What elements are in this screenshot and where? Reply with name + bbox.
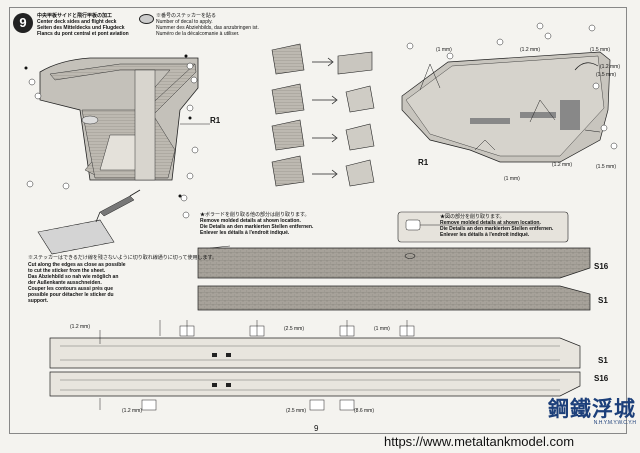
part-label-s1-bottom: S1 (598, 356, 608, 365)
dim-label: (1.5 mm) (596, 164, 616, 170)
dim-label: (1 mm) (504, 176, 520, 182)
dim-label: (2.5 mm) (284, 326, 304, 332)
part-label-s1-top: S1 (598, 296, 608, 305)
step-title-en: Center deck sides and flight deck (37, 19, 117, 25)
dim-label: (8.6 mm) (354, 408, 374, 414)
step-title-fr: Flancs du pont central et pont aviation (37, 31, 129, 37)
hull-side-parts (49, 320, 581, 411)
sticker-note-fr1: Couper les contours aussi près que (28, 286, 114, 292)
dim-label: (1.2 mm) (600, 64, 620, 70)
watermark-logo-sub: N.H.Y.M.Y.W.C.Y.H (593, 420, 636, 426)
remove-note-1-ja: ★ボラードを削り取る他の部分は削り取ります。 (200, 212, 310, 218)
center-deck-part (24, 54, 210, 219)
decal-note-ja: ※番号のステッカーを貼る (156, 13, 217, 19)
watermark-url: https://www.metaltankmodel.com (384, 434, 575, 449)
deck-strip-s1-top (197, 285, 591, 311)
remove-note-1-fr: Enlever les détails à l'endroit indiqué. (200, 230, 290, 236)
remove-note-2-ja: ★図の部分を削り取ります。 (440, 214, 505, 220)
remove-note-2-fr: Enlever les détails à l'endroit indiqué. (440, 232, 530, 238)
sticker-note-en1: Cut along the edges as close as possible (28, 262, 126, 268)
dim-label: (1.5 mm) (590, 47, 610, 53)
dim-label: (1 mm) (374, 326, 390, 332)
step-title-ja: 中央甲板サイドと飛行甲板の加工 (37, 13, 113, 19)
watermark-logo-text: 鋼鐵浮城 (548, 396, 636, 421)
deck-strip-s16-top (197, 247, 591, 279)
part-label-s16-top: S16 (594, 262, 609, 271)
flight-deck-r1 (401, 22, 618, 163)
page-border (9, 7, 627, 434)
sticker-note-fr3: support. (28, 298, 48, 304)
dim-label: (1.2 mm) (552, 162, 572, 168)
part-label-r1-left: R1 (210, 116, 221, 125)
dim-label: (1.2 mm) (122, 408, 142, 414)
part-label-r1-right: R1 (418, 158, 429, 167)
page-number: 9 (314, 424, 319, 433)
sticker-note-fr2: possible pour détacher le sticker du (28, 292, 114, 298)
sticker-note-ja: ※ステッカーはできるだけ線を残さないように切り取れ線通りに切って使用します。 (28, 255, 218, 261)
sticker-cut-illustration (37, 189, 141, 255)
step-number: 9 (19, 15, 27, 30)
step-number-badge: 9 (13, 13, 33, 33)
watermark-logo: 鋼鐵浮城 N.H.Y.M.Y.W.C.Y.H (532, 398, 636, 432)
decal-note-fr: Numéro de la décalcomanie à utiliser. (156, 31, 240, 37)
remove-note-2-en: Remove molded details at shown location. (440, 220, 541, 226)
remove-note-1-de: Die Details an den markierten Stellen en… (200, 224, 314, 230)
dim-label: (1.2 mm) (70, 324, 90, 330)
dim-label: (1.5 mm) (596, 72, 616, 78)
remove-note-2-de: Die Details an den markierten Stellen en… (440, 226, 554, 232)
dim-label: (2.5 mm) (286, 408, 306, 414)
decal-symbol-icon (139, 14, 154, 24)
dim-label: (1 mm) (436, 47, 452, 53)
dim-label: (1.2 mm) (520, 47, 540, 53)
decal-note-de: Nummer des Abziehbilds, das anzubringen … (156, 25, 259, 31)
part-label-s16-bottom: S16 (594, 374, 609, 383)
sticker-note-de2: der Außenkante ausschneiden. (28, 280, 102, 286)
step-title-de: Seiten des Mitteldecks und Flugdeck (37, 25, 125, 31)
flight-deck-small-parts (271, 43, 375, 187)
remove-detail-callout-right (397, 211, 569, 259)
sticker-note-en2: to cut the sticker from the sheet. (28, 268, 106, 274)
sticker-note-de1: Das Abziehbild so nah wie möglich an (28, 274, 119, 280)
decal-note-en: Number of decal to apply. (156, 19, 213, 25)
remove-note-1-en: Remove molded details at shown location. (200, 218, 301, 224)
